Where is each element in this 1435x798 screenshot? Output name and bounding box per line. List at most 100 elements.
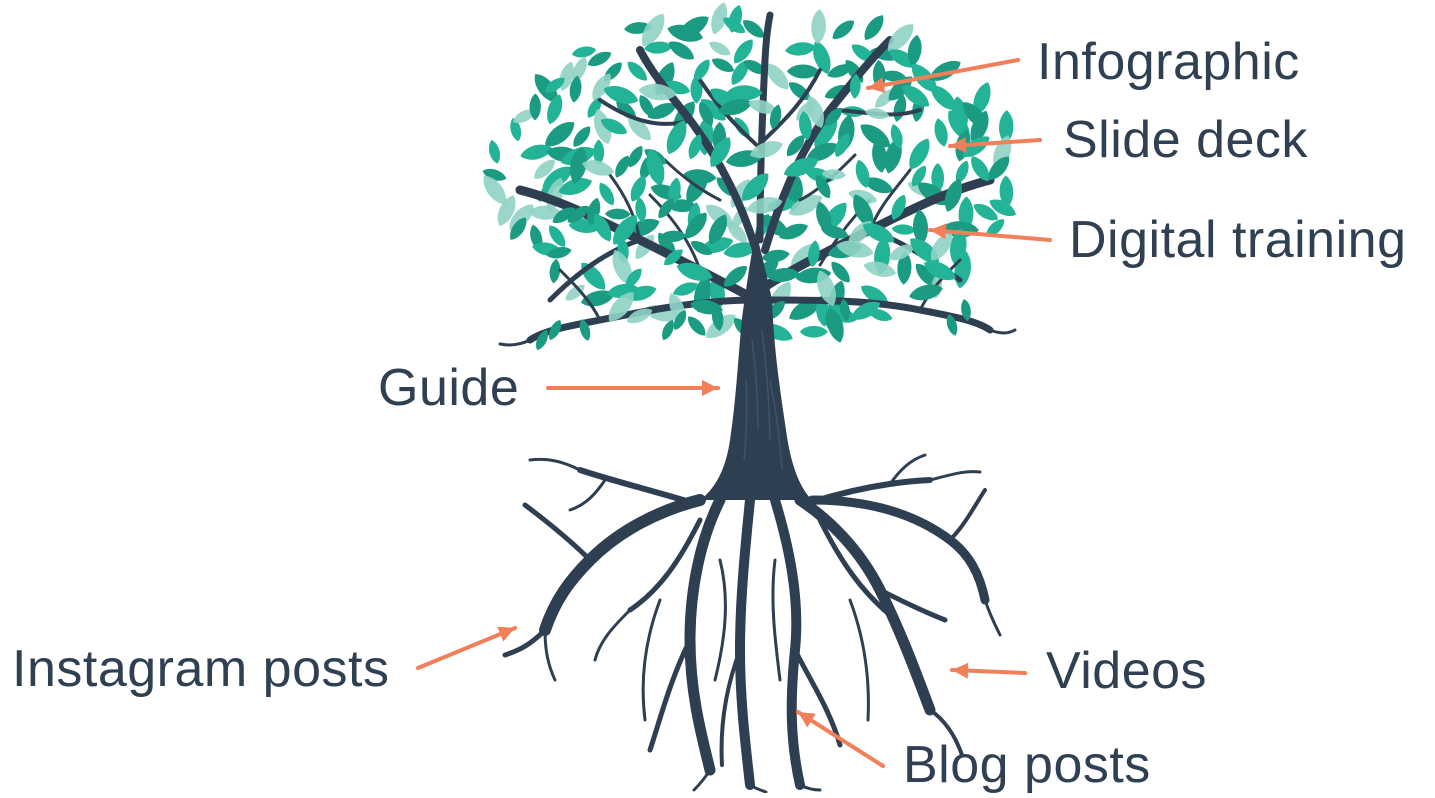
- leaf: [711, 58, 735, 72]
- leaf: [497, 195, 516, 226]
- leaf: [483, 175, 507, 205]
- root: [568, 478, 607, 512]
- leaf: [887, 24, 914, 52]
- leaf: [579, 319, 591, 341]
- leaf: [726, 85, 763, 101]
- leaf: [930, 232, 953, 261]
- root: [641, 598, 662, 722]
- leaf: [931, 85, 956, 110]
- root: [948, 488, 987, 542]
- leaf: [868, 308, 893, 322]
- root: [817, 517, 893, 618]
- label-blog-posts: Blog posts: [903, 736, 1151, 794]
- root: [888, 453, 927, 486]
- branch: [608, 173, 642, 242]
- leaf: [641, 13, 665, 47]
- leaf: [612, 249, 633, 285]
- leaf: [814, 116, 838, 149]
- root: [684, 494, 726, 776]
- leaf: [827, 64, 853, 78]
- leaf: [999, 175, 1014, 208]
- leaf: [668, 177, 681, 205]
- leaf: [840, 298, 850, 322]
- leaf: [510, 117, 522, 142]
- leaf: [605, 208, 631, 220]
- leaf: [700, 99, 726, 121]
- root: [792, 647, 843, 748]
- leaf: [710, 137, 731, 167]
- leaf: [572, 56, 587, 82]
- leaf: [789, 298, 822, 320]
- leaf: [799, 325, 828, 338]
- label-guide: Guide: [378, 359, 520, 417]
- leaf: [832, 20, 854, 39]
- bark-line: [769, 379, 783, 471]
- leaf: [708, 214, 727, 245]
- leaf: [786, 64, 820, 79]
- leaf: [963, 102, 987, 128]
- leaf: [815, 174, 831, 199]
- leaf: [889, 49, 917, 68]
- leaf: [999, 110, 1014, 145]
- arrow-head: [798, 712, 816, 728]
- leaf: [723, 266, 747, 287]
- leaf: [820, 225, 849, 239]
- leaf: [548, 320, 562, 340]
- leaf: [628, 116, 651, 141]
- arrow-shaft: [796, 710, 885, 768]
- leaf: [547, 94, 563, 125]
- leaf: [913, 209, 928, 245]
- arrow-blog-posts: [796, 710, 885, 768]
- leaf: [644, 41, 673, 54]
- leaf: [902, 85, 930, 107]
- leaf: [510, 217, 527, 240]
- leaf: [549, 225, 566, 247]
- leaf: [766, 63, 789, 90]
- leaf: [761, 249, 790, 263]
- root: [983, 598, 1002, 637]
- leaf: [888, 244, 915, 261]
- root: [735, 495, 755, 790]
- leaf: [799, 111, 812, 141]
- leaf: [573, 126, 591, 147]
- leaf: [785, 42, 816, 56]
- arrow-head: [950, 137, 967, 153]
- leaf: [931, 162, 945, 194]
- branch: [918, 258, 962, 312]
- leaf: [545, 77, 565, 93]
- leaf: [907, 34, 922, 67]
- leaf: [552, 207, 576, 223]
- tree-roots: [502, 453, 1002, 794]
- leaf: [909, 284, 943, 301]
- leaf: [851, 301, 881, 320]
- leaf: [688, 134, 702, 160]
- label-digital-training: Digital training: [1069, 211, 1407, 269]
- leaf: [742, 20, 765, 38]
- leaf: [769, 104, 782, 130]
- root: [928, 470, 982, 482]
- leaf: [545, 122, 575, 147]
- arrow-head: [702, 380, 718, 396]
- leaf: [864, 15, 884, 40]
- label-slide-deck: Slide deck: [1063, 111, 1308, 169]
- leaf: [811, 9, 826, 44]
- leaf: [625, 268, 642, 288]
- leaf: [536, 329, 548, 351]
- leaf: [718, 98, 753, 116]
- root: [877, 587, 948, 623]
- leaf: [673, 310, 687, 330]
- label-videos: Videos: [1046, 642, 1208, 700]
- leaf: [630, 175, 646, 202]
- leaf: [626, 308, 653, 324]
- root: [748, 783, 768, 794]
- leaf: [816, 201, 832, 233]
- leaf: [955, 160, 969, 184]
- arrow-slide-deck: [948, 137, 1042, 153]
- leaf: [658, 198, 674, 219]
- leaf: [593, 139, 605, 166]
- leaf: [709, 41, 731, 56]
- leaf: [880, 70, 906, 82]
- arrow-head: [868, 77, 886, 93]
- root: [713, 558, 727, 682]
